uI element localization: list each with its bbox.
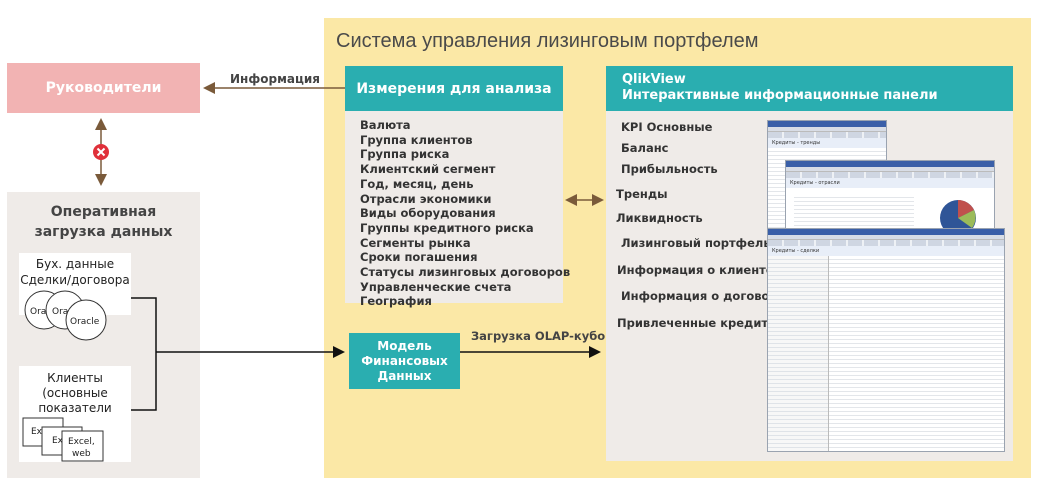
screenshot-title: Кредиты - сделки xyxy=(768,246,1004,256)
operational-title-line2: загрузка данных xyxy=(34,224,173,240)
dimension-item: Сроки погашения xyxy=(360,250,478,265)
dimension-item: Отрасли экономики xyxy=(360,191,492,206)
dimensions-header: Измерения для анализа xyxy=(345,66,563,111)
qv-item[interactable]: Информация о договоре xyxy=(621,289,786,303)
clients-line1: Клиенты xyxy=(47,371,103,385)
excel-file-icon: Excel, web xyxy=(61,430,104,462)
db-label: Ora xyxy=(52,307,68,317)
qv-item[interactable]: Лизинговый портфель xyxy=(621,236,771,250)
accounting-line2: Сделки/договора xyxy=(20,273,130,287)
qlikview-header: QlikView Интерактивные информационные па… xyxy=(606,66,1013,111)
file-label: web xyxy=(72,449,91,459)
financial-model-box[interactable]: Модель Финансовых Данных xyxy=(349,333,460,389)
qv-item[interactable]: Информация о клиенте xyxy=(617,263,774,277)
qv-item[interactable]: Прибыльность xyxy=(621,162,718,176)
dimension-item: Год, месяц, день xyxy=(360,176,474,191)
clients-line3: показатели xyxy=(38,401,112,415)
dimension-item: Группа риска xyxy=(360,147,450,162)
screenshot-title: Кредиты - тренды xyxy=(768,138,886,148)
screenshot-title: Кредиты - отрасли xyxy=(786,178,994,188)
dimension-item: Валюта xyxy=(360,118,411,132)
qlikview-header-line1: QlikView xyxy=(622,72,686,87)
managers-box[interactable]: Руководители xyxy=(7,63,200,113)
db-label: Oracle xyxy=(70,317,100,327)
qlikview-header-line2: Интерактивные информационные панели xyxy=(622,88,938,103)
dimension-item: Клиентский сегмент xyxy=(360,162,496,177)
dimensions-header-label: Измерения для анализа xyxy=(356,80,552,97)
dimensions-list: Валюта Группа клиентов Группа риска Клие… xyxy=(360,118,571,309)
file-label: Ex xyxy=(52,436,64,446)
oracle-db-icon: Oracle xyxy=(65,299,107,341)
dimension-item: Группы кредитного риска xyxy=(360,220,534,235)
managers-label: Руководители xyxy=(45,80,162,96)
operational-title: Оперативная загрузка данных xyxy=(7,202,200,242)
error-icon xyxy=(93,144,109,160)
dimension-item: Виды оборудования xyxy=(360,206,496,221)
accounting-line1: Бух. данные xyxy=(35,257,115,271)
file-label: Excel, xyxy=(68,437,95,447)
clients-text: Клиенты (основные показатели xyxy=(19,371,131,416)
model-line2: Финансовых xyxy=(361,353,448,368)
db-label: Ora xyxy=(30,307,46,317)
qv-item[interactable]: Ликвидность xyxy=(616,211,703,225)
system-title: Система управления лизинговым портфелем xyxy=(336,30,759,52)
olap-label: Загрузка OLAP-кубов xyxy=(471,329,613,343)
clients-line2: (основные xyxy=(42,386,108,400)
qlikview-screenshot: Кредиты - сделки xyxy=(767,228,1005,452)
file-label: Exc xyxy=(31,427,47,437)
qv-item[interactable]: Привлеченные кредиты xyxy=(617,316,779,330)
dimension-item: Сегменты рынка xyxy=(360,235,471,250)
dimension-item: География xyxy=(360,294,432,309)
sources-bracket xyxy=(131,297,157,411)
info-label: Информация xyxy=(230,72,320,86)
pie-chart-icon xyxy=(940,200,976,236)
dimension-item: Группа клиентов xyxy=(360,132,473,147)
qv-item[interactable]: KPI Основные xyxy=(621,120,713,134)
dimension-item: Статусы лизинговых договоров xyxy=(360,265,571,280)
model-line1: Модель xyxy=(377,338,432,353)
dimension-item: Управленческие счета xyxy=(360,279,512,294)
model-line3: Данных xyxy=(377,368,432,383)
operational-title-line1: Оперативная xyxy=(50,204,157,220)
qv-item[interactable]: Баланс xyxy=(621,141,669,155)
qv-item[interactable]: Тренды xyxy=(616,187,668,201)
accounting-text: Бух. данные Сделки/договора xyxy=(19,256,131,288)
